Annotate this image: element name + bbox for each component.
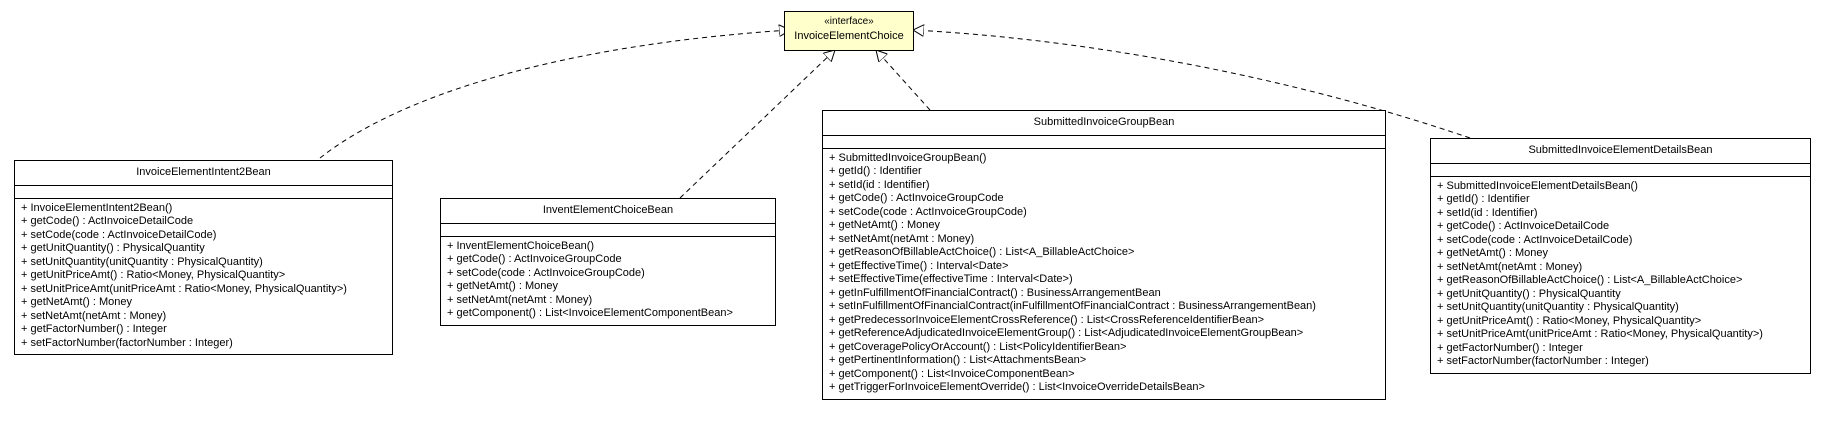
- operation: + getUnitPriceAmt() : Ratio<Money, Physi…: [21, 269, 286, 281]
- operation: + getId() : Identifier: [829, 165, 922, 177]
- class-name: InventElementChoiceBean: [441, 199, 775, 224]
- operation: + getFactorNumber() : Integer: [21, 323, 167, 335]
- class-submitted-invoice-element-details-bean[interactable]: SubmittedInvoiceElementDetailsBean + Sub…: [1430, 138, 1811, 374]
- operation: + setCode(code : ActInvoiceDetailCode): [21, 228, 217, 241]
- edge-invent-to-interface: [679, 50, 835, 199]
- operation: + getUnitQuantity() : PhysicalQuantity: [1437, 287, 1621, 300]
- class-invent-element-choice-bean[interactable]: InventElementChoiceBean + InventElementC…: [440, 198, 776, 326]
- attributes-compartment: [15, 186, 392, 199]
- interface-stereotype: «interface»: [824, 16, 874, 27]
- operation: + getPertinentInformation() : List<Attac…: [829, 354, 1087, 366]
- class-name: SubmittedInvoiceGroupBean: [823, 111, 1385, 136]
- operation: + setUnitPriceAmt(unitPriceAmt : Ratio<M…: [1437, 328, 1763, 340]
- operations-compartment: + InventElementChoiceBean()+ getCode() :…: [441, 237, 775, 325]
- operation: + SubmittedInvoiceGroupBean(): [829, 151, 987, 164]
- edge-details-to-interface: [913, 30, 1471, 139]
- operation: + getReasonOfBillableActChoice() : List<…: [829, 246, 1135, 258]
- class-submitted-invoice-group-bean[interactable]: SubmittedInvoiceGroupBean + SubmittedInv…: [822, 110, 1386, 400]
- operation: + setFactorNumber(factorNumber : Integer…: [21, 336, 233, 349]
- edge-group-to-interface: [876, 50, 931, 111]
- attributes-compartment: [441, 224, 775, 237]
- class-name: InvoiceElementIntent2Bean: [15, 161, 392, 186]
- operation: + getNetAmt() : Money: [447, 280, 558, 292]
- attributes-compartment: [823, 136, 1385, 149]
- operation: + setUnitQuantity(unitQuantity : Physica…: [21, 255, 263, 268]
- operation: + SubmittedInvoiceElementDetailsBean(): [1437, 179, 1638, 192]
- interface-name: InvoiceElementChoice: [794, 30, 904, 42]
- edge-intent2-to-interface: [319, 30, 790, 159]
- class-invoice-element-intent2-bean[interactable]: InvoiceElementIntent2Bean + InvoiceEleme…: [14, 160, 393, 355]
- operation: + getCoveragePolicyOrAccount() : List<Po…: [829, 340, 1127, 353]
- operation: + getCode() : ActInvoiceGroupCode: [447, 253, 622, 265]
- operation: + getId() : Identifier: [1437, 193, 1530, 205]
- operation: + setNetAmt(netAmt : Money): [21, 309, 167, 322]
- operation: + setNetAmt(netAmt : Money): [447, 293, 593, 306]
- operation: + getUnitPriceAmt() : Ratio<Money, Physi…: [1437, 314, 1702, 327]
- attributes-compartment: [1431, 164, 1810, 177]
- operation: + getUnitQuantity() : PhysicalQuantity: [21, 242, 205, 254]
- operation: + setId(id : Identifier): [1437, 206, 1538, 219]
- operation: + setEffectiveTime(effectiveTime : Inter…: [829, 273, 1073, 285]
- operation: + getCode() : ActInvoiceDetailCode: [21, 215, 194, 227]
- operation: + setId(id : Identifier): [829, 178, 930, 191]
- operation: + getEffectiveTime() : Interval<Date>: [829, 259, 1009, 272]
- operation: + getPredecessorInvoiceElementCrossRefer…: [829, 313, 1265, 326]
- operation: + getInFulfillmentOfFinancialContract() …: [829, 286, 1161, 299]
- operation: + setCode(code : ActInvoiceDetailCode): [1437, 233, 1633, 246]
- operations-compartment: + SubmittedInvoiceElementDetailsBean()+ …: [1431, 177, 1810, 373]
- operation: + getTriggerForInvoiceElementOverride() …: [829, 381, 1205, 393]
- operation: + getCode() : ActInvoiceDetailCode: [1437, 220, 1610, 232]
- operation: + setUnitPriceAmt(unitPriceAmt : Ratio<M…: [21, 282, 347, 295]
- operation: + setInFulfillmentOfFinancialContract(in…: [829, 300, 1316, 312]
- operation: + getFactorNumber() : Integer: [1437, 341, 1583, 354]
- operation: + setCode(code : ActInvoiceGroupCode): [829, 205, 1027, 218]
- operation: + InventElementChoiceBean(): [447, 239, 595, 252]
- operation: + InvoiceElementIntent2Bean(): [21, 201, 173, 214]
- operation: + getReasonOfBillableActChoice() : List<…: [1437, 274, 1743, 286]
- operation: + setNetAmt(netAmt : Money): [1437, 260, 1583, 273]
- operation: + getReferenceAdjudicatedInvoiceElementG…: [829, 327, 1304, 339]
- operations-compartment: + InvoiceElementIntent2Bean()+ getCode()…: [15, 199, 392, 355]
- operation: + getComponent() : List<InvoiceComponent…: [829, 367, 1075, 380]
- operation: + getCode() : ActInvoiceGroupCode: [829, 192, 1004, 204]
- interface-invoice-element-choice[interactable]: «interface» InvoiceElementChoice: [784, 11, 914, 51]
- class-name: SubmittedInvoiceElementDetailsBean: [1431, 139, 1810, 164]
- operation: + getComponent() : List<InvoiceElementCo…: [447, 307, 733, 319]
- operation: + setCode(code : ActInvoiceGroupCode): [447, 266, 645, 279]
- operation: + setNetAmt(netAmt : Money): [829, 232, 975, 245]
- operation: + setUnitQuantity(unitQuantity : Physica…: [1437, 301, 1679, 313]
- operations-compartment: + SubmittedInvoiceGroupBean()+ getId() :…: [823, 149, 1385, 399]
- operation: + getNetAmt() : Money: [829, 219, 940, 231]
- operation: + setFactorNumber(factorNumber : Integer…: [1437, 355, 1649, 367]
- operation: + getNetAmt() : Money: [1437, 247, 1548, 259]
- operation: + getNetAmt() : Money: [21, 296, 132, 308]
